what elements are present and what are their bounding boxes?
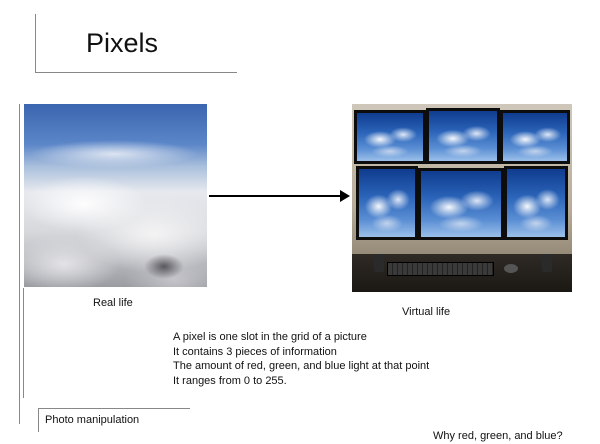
monitor-bottom-center: [418, 168, 504, 240]
left-side-rule-inner: [23, 288, 24, 398]
virtual-life-caption: Virtual life: [402, 306, 451, 318]
real-life-caption: Real life: [93, 297, 133, 309]
slide-body: A pixel is one slot in the grid of a pic…: [173, 330, 429, 388]
keyboard: [387, 262, 494, 276]
monitor-bottom-left: [356, 166, 418, 240]
title-frame-vertical-rule: [35, 14, 36, 72]
body-line: The amount of red, green, and blue light…: [173, 360, 430, 372]
cloud-shadow: [144, 254, 184, 279]
monitor-bottom-right: [504, 166, 568, 240]
speaker-right: [542, 254, 552, 272]
virtual-life-monitor-photo: [352, 104, 572, 292]
right-arrow-icon: [209, 195, 342, 197]
arrow-head-icon: [340, 190, 350, 202]
speaker-left: [374, 254, 384, 272]
body-line: It contains 3 pieces of information: [173, 345, 337, 358]
footer-section-label: Photo manipulation: [45, 414, 140, 426]
monitor-top-left: [354, 110, 426, 164]
title-frame-horizontal-rule: [35, 72, 237, 73]
body-line: It ranges from 0 to 255.: [173, 374, 287, 387]
footer-frame: [38, 408, 190, 432]
monitor-top-right: [500, 110, 570, 164]
monitor-top-center: [426, 108, 500, 164]
real-life-cloud-photo: [24, 104, 207, 287]
mouse: [504, 264, 518, 273]
body-line: A pixel is one slot in the grid of a pic…: [173, 331, 367, 343]
slide-title: Pixels: [86, 28, 159, 58]
footer-question: Why red, green, and blue?: [433, 430, 563, 442]
left-side-rule: [19, 104, 20, 424]
